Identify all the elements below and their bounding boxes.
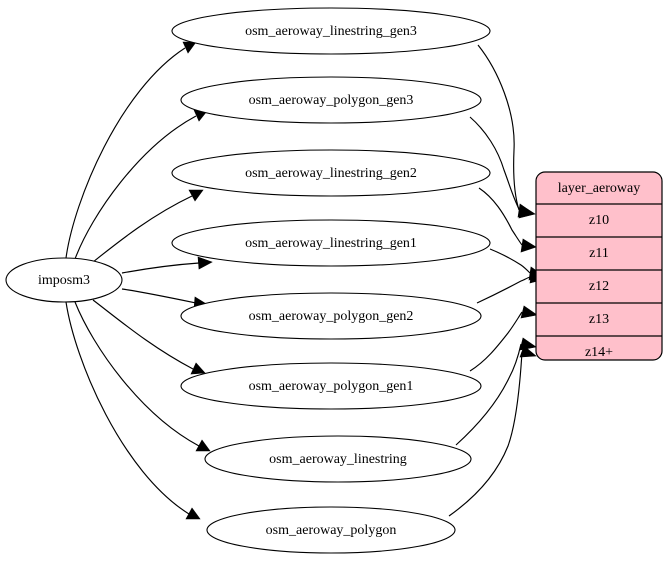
edge-polygon-to-z14	[448, 345, 537, 517]
node-osm_aeroway_polygon-label: osm_aeroway_polygon	[266, 523, 397, 538]
node-osm_aeroway_polygon_gen2-shape[interactable]	[180, 292, 482, 340]
node-osm_aeroway_polygon_gen3-label: osm_aeroway_polygon_gen3	[249, 93, 414, 108]
node-osm_aeroway_linestring_gen1-label: osm_aeroway_linestring_gen1	[245, 236, 417, 251]
node-osm_aeroway_linestring_gen1-shape[interactable]	[171, 219, 491, 267]
layer-aeroway-row-z13-label: z13	[589, 312, 609, 327]
edge-polygon-gen2-to-z12	[476, 270, 546, 304]
node-imposm3-shape[interactable]	[5, 257, 123, 303]
edge-group-tables-to-layer	[448, 44, 546, 517]
node-layer_aeroway[interactable]: layer_aeroway z10 z11 z12 z13 z14+	[535, 171, 663, 361]
node-osm_aeroway_polygon_gen2[interactable]: osm_aeroway_polygon_gen2	[180, 292, 482, 340]
node-osm_aeroway_polygon_gen3-shape[interactable]	[180, 76, 482, 124]
node-osm_aeroway_linestring_gen3-label: osm_aeroway_linestring_gen3	[245, 24, 417, 39]
node-osm_aeroway_linestring_gen3[interactable]: osm_aeroway_linestring_gen3	[171, 7, 491, 55]
node-osm_aeroway_linestring_gen1[interactable]: osm_aeroway_linestring_gen1	[171, 219, 491, 267]
edge-polygon-gen3-to-z10	[469, 116, 536, 219]
node-osm_aeroway_polygon_gen2-label: osm_aeroway_polygon_gen2	[249, 309, 414, 324]
node-osm_aeroway_polygon-shape[interactable]	[206, 506, 456, 554]
edge-imposm3-to-linestring-gen1	[121, 256, 213, 274]
node-osm_aeroway_polygon_gen3[interactable]: osm_aeroway_polygon_gen3	[180, 76, 482, 124]
layer-aeroway-row-z11-label: z11	[589, 246, 609, 261]
edge-linestring-gen2-to-z11	[478, 187, 537, 253]
node-osm_aeroway_polygon_gen1-shape[interactable]	[180, 362, 482, 410]
node-osm_aeroway_linestring-shape[interactable]	[204, 435, 472, 483]
node-osm_aeroway_linestring_gen3-shape[interactable]	[171, 7, 491, 55]
edge-imposm3-to-linestring-gen3	[65, 41, 197, 259]
edge-imposm3-to-polygon	[65, 301, 201, 520]
node-imposm3[interactable]: imposm3	[5, 257, 123, 303]
layer-aeroway-body[interactable]	[535, 171, 663, 361]
layer-aeroway-row-z14-label: z14+	[585, 345, 613, 360]
node-osm_aeroway_linestring_gen2-shape[interactable]	[171, 149, 491, 197]
node-osm_aeroway_linestring_gen2[interactable]: osm_aeroway_linestring_gen2	[171, 149, 491, 197]
node-osm_aeroway_linestring-label: osm_aeroway_linestring	[269, 452, 407, 467]
edge-imposm3-to-polygon-gen1	[92, 299, 206, 375]
layer-aeroway-row-z10-label: z10	[589, 213, 609, 228]
node-osm_aeroway_polygon[interactable]: osm_aeroway_polygon	[206, 506, 456, 554]
edge-imposm3-to-linestring	[74, 301, 211, 452]
layer-aeroway-header-label: layer_aeroway	[558, 181, 640, 196]
edge-imposm3-to-linestring-gen2	[92, 189, 204, 263]
node-osm_aeroway_linestring_gen2-label: osm_aeroway_linestring_gen2	[245, 166, 417, 181]
edge-polygon-gen1-to-z13	[469, 305, 538, 372]
node-osm_aeroway_polygon_gen1-label: osm_aeroway_polygon_gen1	[249, 379, 414, 394]
node-imposm3-label: imposm3	[38, 273, 90, 288]
node-osm_aeroway_polygon_gen1[interactable]: osm_aeroway_polygon_gen1	[180, 362, 482, 410]
layer-aeroway-row-z12-label: z12	[589, 279, 609, 294]
node-osm_aeroway_linestring[interactable]: osm_aeroway_linestring	[204, 435, 472, 483]
edge-linestring-gen3-to-z10	[477, 44, 535, 218]
